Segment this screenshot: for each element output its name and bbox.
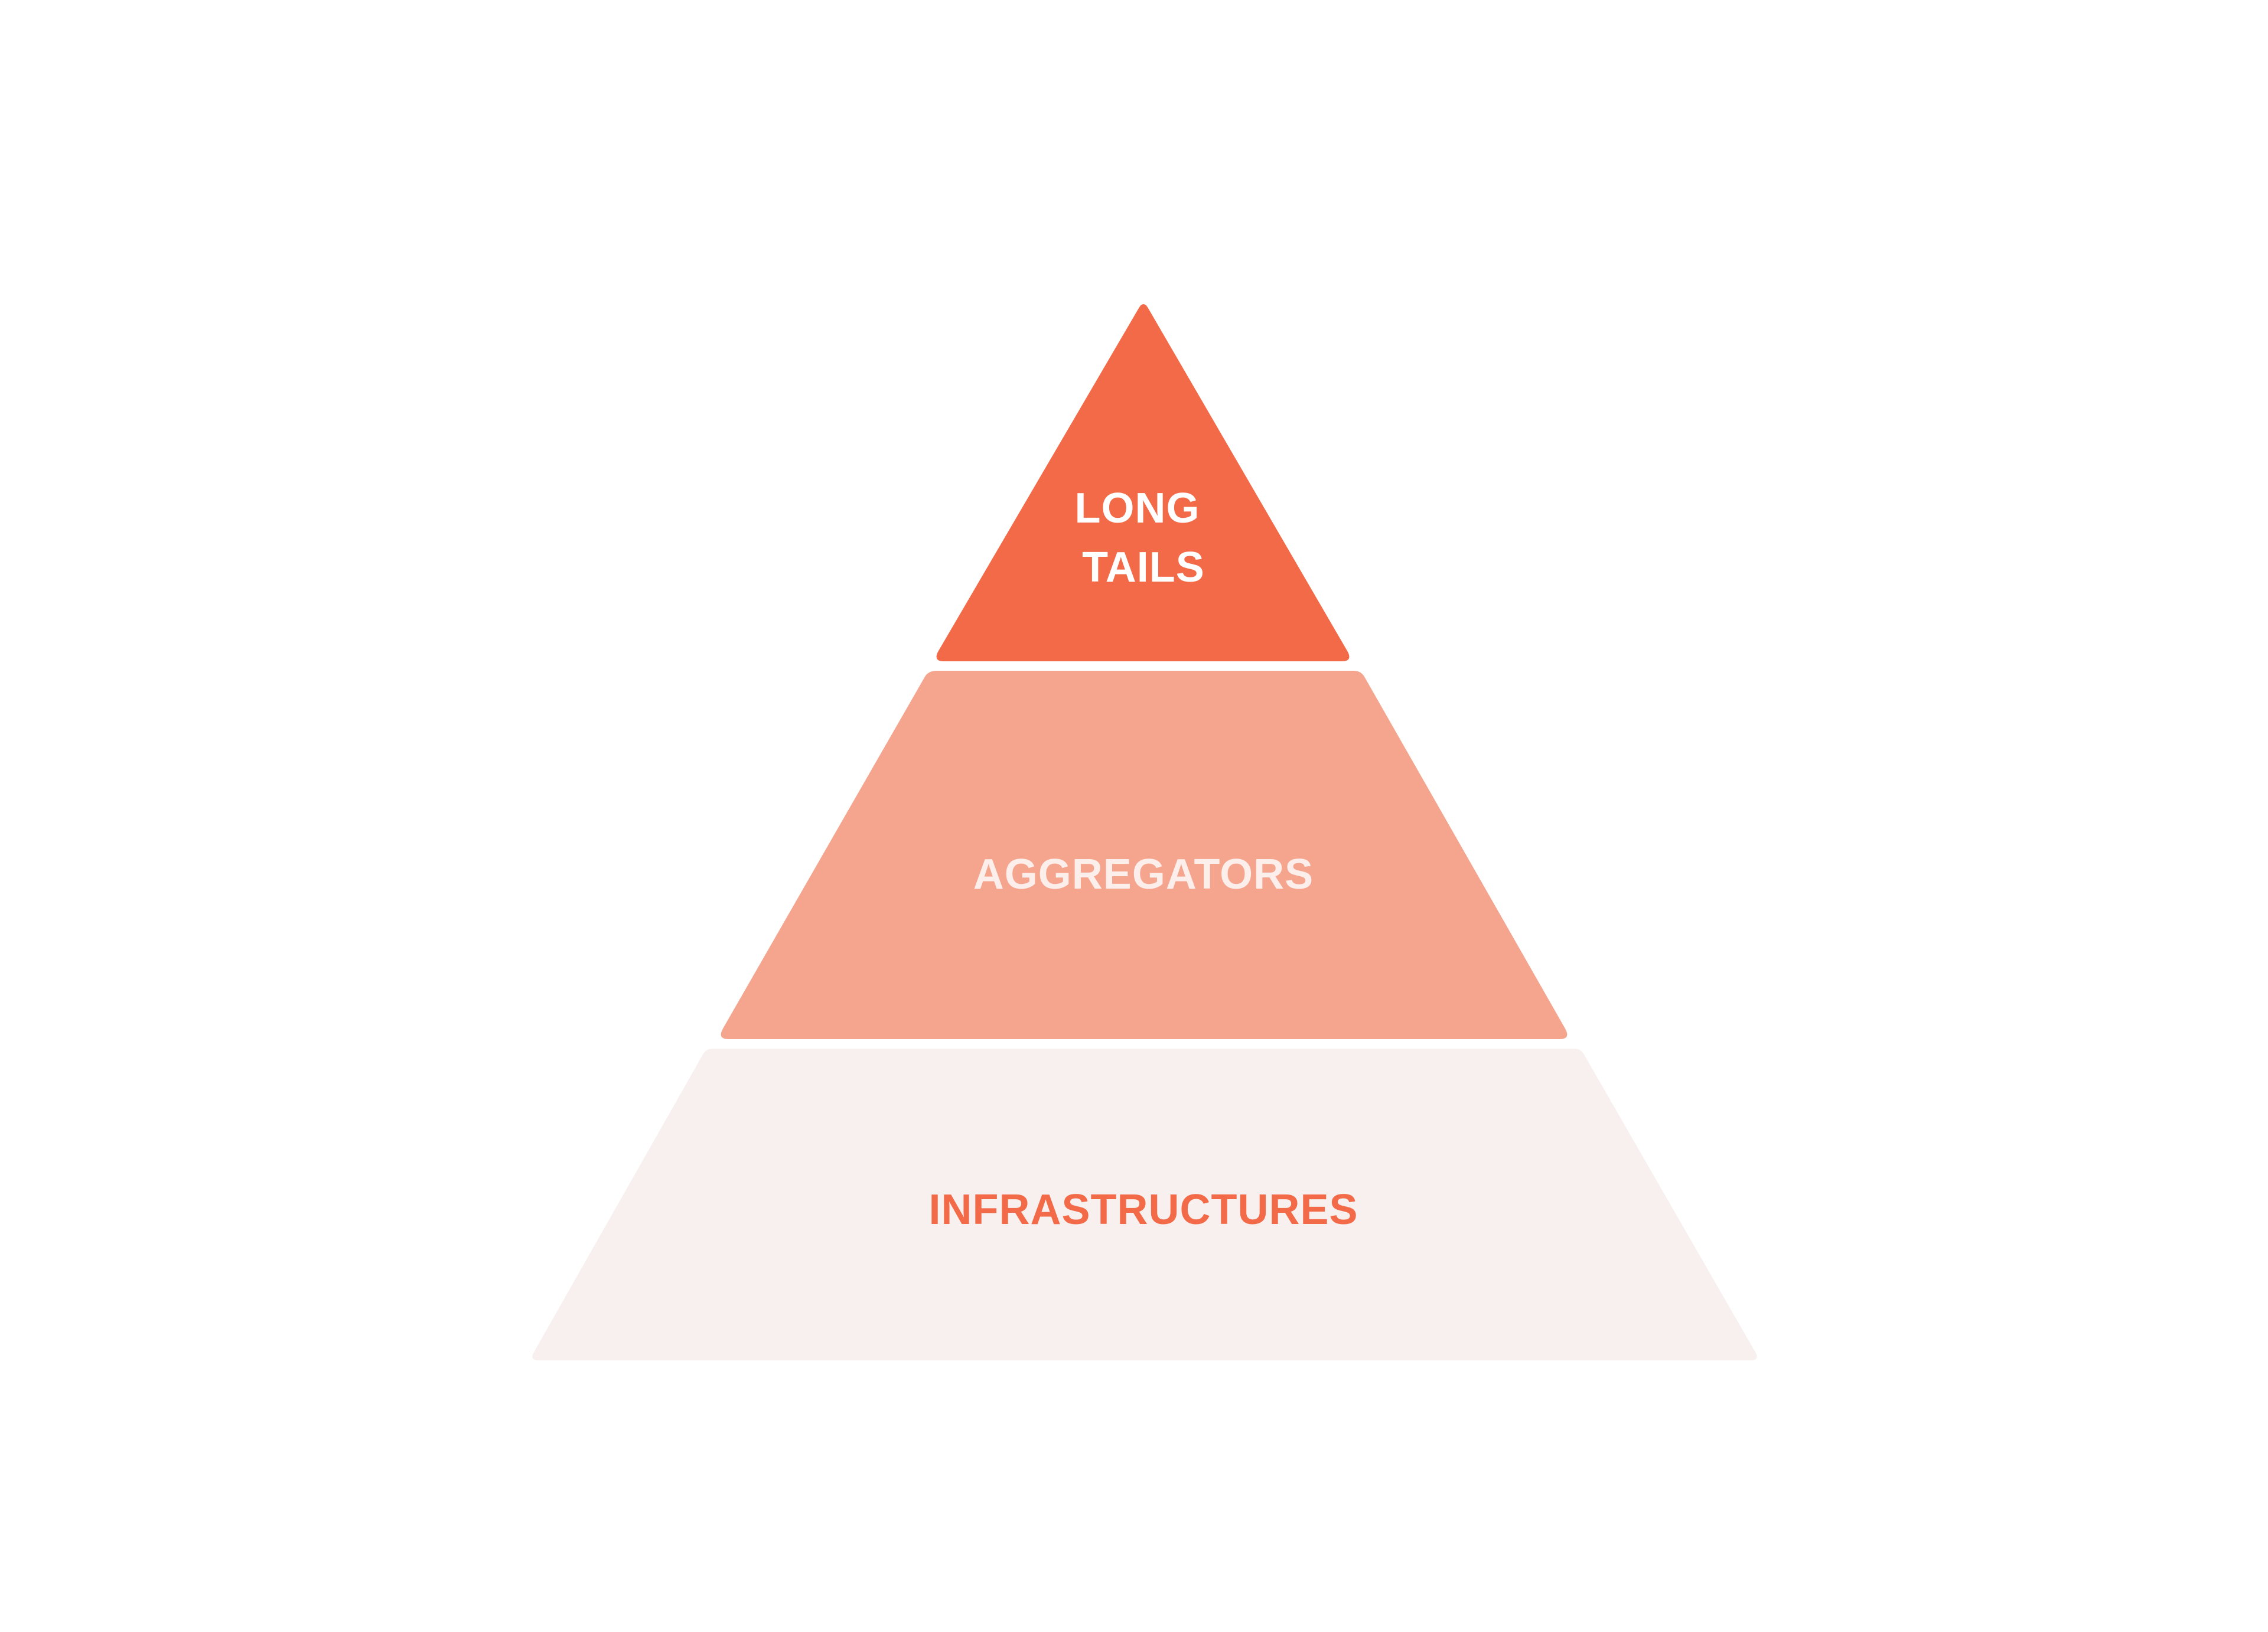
tier-infrastructures-label: INFRASTRUCTURES [929,1186,1358,1233]
tier-long-tails-label-line-2: TAILS [1082,544,1205,591]
tier-infrastructures: INFRASTRUCTURES [532,1049,1757,1360]
tier-aggregators: AGGREGATORS [721,671,1568,1039]
tier-long-tails-shape [936,304,1350,661]
tier-long-tails: LONG TAILS [936,304,1350,661]
tier-long-tails-label-line-1: LONG [1075,485,1200,532]
tier-long-tails-label: LONG TAILS [1075,485,1213,591]
tier-aggregators-shape [721,671,1568,1039]
tier-infrastructures-shape [532,1049,1757,1360]
tier-aggregators-label: AGGREGATORS [973,851,1314,898]
